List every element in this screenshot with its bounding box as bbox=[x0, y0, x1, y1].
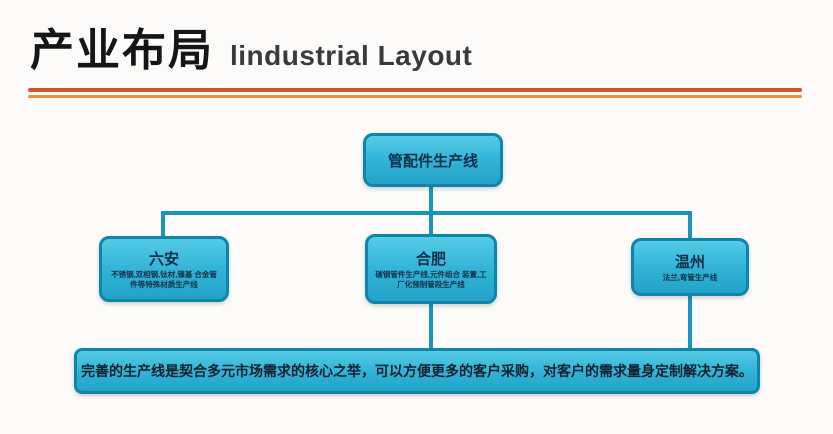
connector-left-drop bbox=[161, 211, 165, 238]
diagram-node-root: 管配件生产线 bbox=[363, 133, 503, 187]
connector-horizontal bbox=[163, 211, 692, 215]
node-description: 法兰,弯管生产线 bbox=[662, 273, 718, 283]
node-description: 碳钢管件生产线,元件组合 装置,工厂化预制管段生产线 bbox=[375, 270, 487, 289]
divider-rule-top bbox=[28, 88, 802, 92]
diagram-node-hefei: 合肥 碳钢管件生产线,元件组合 装置,工厂化预制管段生产线 bbox=[365, 234, 497, 304]
summary-bar: 完善的生产线是契合多元市场需求的核心之举，可以方便更多的客户采购，对客户的需求量… bbox=[74, 348, 760, 394]
summary-text: 完善的生产线是契合多元市场需求的核心之举，可以方便更多的客户采购，对客户的需求量… bbox=[81, 363, 753, 379]
node-label: 六安 bbox=[148, 251, 179, 269]
title-chinese: 产业布局 bbox=[30, 26, 214, 75]
title-english: lindustrial Layout bbox=[230, 40, 473, 71]
connector-root-vertical bbox=[429, 187, 433, 213]
node-description: 不锈钢,双相钢,钛材,镍基 合金管件等特殊材质生产线 bbox=[111, 270, 217, 289]
diagram-node-wenzhou: 温州 法兰,弯管生产线 bbox=[631, 238, 749, 296]
node-label: 合肥 bbox=[415, 251, 446, 269]
connector-middle-to-summary bbox=[429, 302, 433, 350]
node-label: 管配件生产线 bbox=[387, 152, 478, 170]
divider-rule-bottom bbox=[28, 95, 802, 98]
diagram-node-luan: 六安 不锈钢,双相钢,钛材,镍基 合金管件等特殊材质生产线 bbox=[99, 236, 229, 302]
connector-right-to-summary bbox=[688, 294, 692, 350]
node-label: 温州 bbox=[674, 254, 705, 272]
connector-right-drop bbox=[688, 211, 692, 240]
page-title: 产业布局 lindustrial Layout bbox=[30, 14, 472, 78]
connector-middle-drop bbox=[429, 211, 433, 236]
